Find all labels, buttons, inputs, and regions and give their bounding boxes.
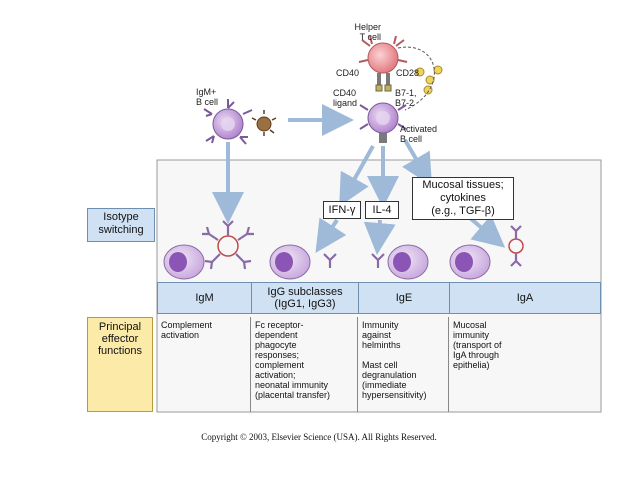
cd40-ligand-label: CD40 ligand	[333, 88, 358, 108]
activated-b-cell-label: Activated B cell	[400, 124, 438, 144]
function-igm: Complement activation	[157, 317, 251, 412]
b7-label: B7-1, B7-2	[395, 88, 417, 108]
plasma-cells	[163, 244, 491, 280]
synapse-molecules	[375, 73, 392, 92]
function-iga: Mucosal immunity (transport of IgA throu…	[453, 320, 502, 370]
isotype-switching-label: Isotype switching	[87, 208, 155, 242]
function-ige: Immunity against helminths Mast cell deg…	[358, 317, 449, 412]
isotype-iga: IgA	[516, 292, 534, 304]
isotype-ige: IgE	[359, 283, 450, 313]
igm-b-cell-label: IgM+ B cell	[196, 87, 219, 107]
antibodies	[202, 220, 524, 270]
cytokine-arrow	[397, 46, 435, 111]
function-igg: Fc receptor- dependent phagocyte respons…	[251, 317, 358, 412]
copyright-notice: Copyright © 2003, Elsevier Science (USA)…	[201, 432, 437, 442]
il4-box: IL-4	[365, 201, 399, 219]
arrows	[212, 104, 506, 255]
cytokine-dots	[415, 65, 443, 95]
principal-effector-label: Principal effector functions	[87, 317, 153, 412]
activated-b-cell	[359, 102, 407, 143]
cd40-label: CD40	[336, 68, 360, 78]
ifn-gamma-box: IFN-γ	[323, 201, 361, 219]
igm-b-cell	[203, 99, 277, 145]
cd28-label: CD28	[396, 68, 420, 78]
mucosal-cytokines-box: Mucosal tissues; cytokines (e.g., TGF-β)	[412, 177, 514, 220]
helper-t-cell	[358, 35, 408, 74]
isotype-igg: IgG subclasses (IgG1, IgG3)	[252, 283, 359, 313]
helper-t-cell-label: Helper T cell	[354, 22, 381, 42]
isotype-igm: IgM	[158, 283, 252, 313]
isotype-row: IgM IgG subclasses (IgG1, IgG3) IgE IgA	[157, 282, 601, 314]
